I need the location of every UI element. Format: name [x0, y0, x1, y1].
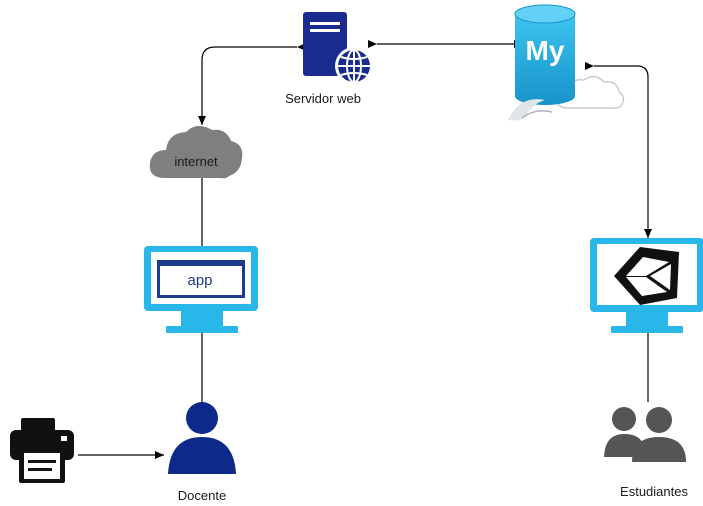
- cloud-icon: [149, 125, 243, 179]
- mysql-node: My: [508, 4, 625, 121]
- connector-mysql-unity: [585, 62, 652, 238]
- unity-logo-icon: [614, 247, 679, 305]
- internet-node: internet: [149, 125, 243, 179]
- printer-icon: [10, 418, 74, 483]
- connectors: [78, 40, 652, 459]
- web-server-node: Servidor web: [285, 12, 373, 106]
- internet-label: internet: [174, 154, 218, 169]
- estudiantes-node: Estudiantes: [604, 407, 688, 499]
- server-label: Servidor web: [285, 91, 361, 106]
- app-monitor-node: app: [144, 246, 258, 333]
- mysql-database-icon: My: [508, 4, 576, 121]
- user-icon: [168, 402, 236, 474]
- estudiantes-label: Estudiantes: [620, 484, 688, 499]
- docente-label: Docente: [178, 488, 226, 503]
- web-server-icon: [303, 12, 373, 85]
- app-label: app: [187, 272, 212, 289]
- connector-server-internet: [198, 43, 306, 125]
- mysql-text: My: [526, 35, 565, 66]
- unity-monitor-node: [590, 238, 703, 333]
- app-panel: app: [157, 260, 245, 298]
- group-icon: [604, 407, 686, 462]
- docente-node: Docente: [168, 402, 236, 503]
